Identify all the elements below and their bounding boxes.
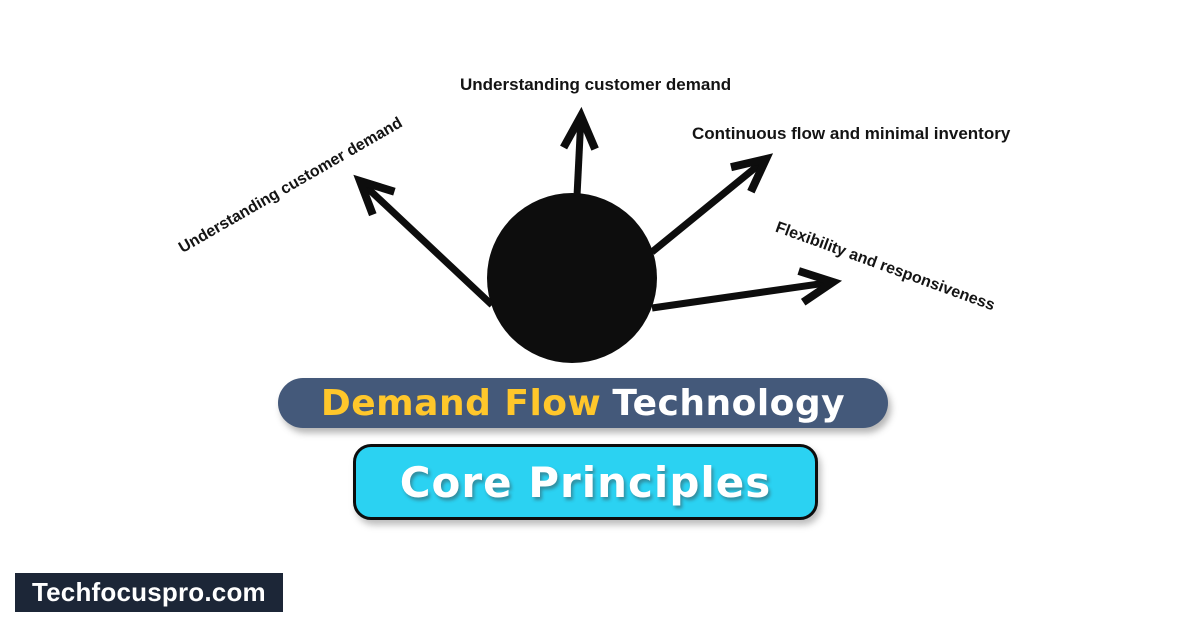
- arrow-up: [560, 106, 599, 197]
- subtitle-badge: Core Principles: [353, 444, 818, 520]
- principle-label-continuous-flow: Continuous flow and minimal inventory: [692, 124, 1011, 143]
- arrow-right: [651, 267, 843, 312]
- title-highlight-text: Demand Flow: [320, 382, 602, 424]
- principle-label-understanding-demand-top: Understanding customer demand: [460, 75, 732, 94]
- arrow-upper-right: [649, 153, 774, 255]
- arrow-upper-left: [353, 174, 495, 308]
- hub-circle: [487, 193, 657, 363]
- title-badge: Demand Flow Technology: [278, 378, 888, 428]
- title-rest-text: Technology: [612, 382, 846, 424]
- site-name: Techfocuspro.com: [32, 577, 266, 607]
- site-attribution-box: Techfocuspro.com: [15, 573, 283, 612]
